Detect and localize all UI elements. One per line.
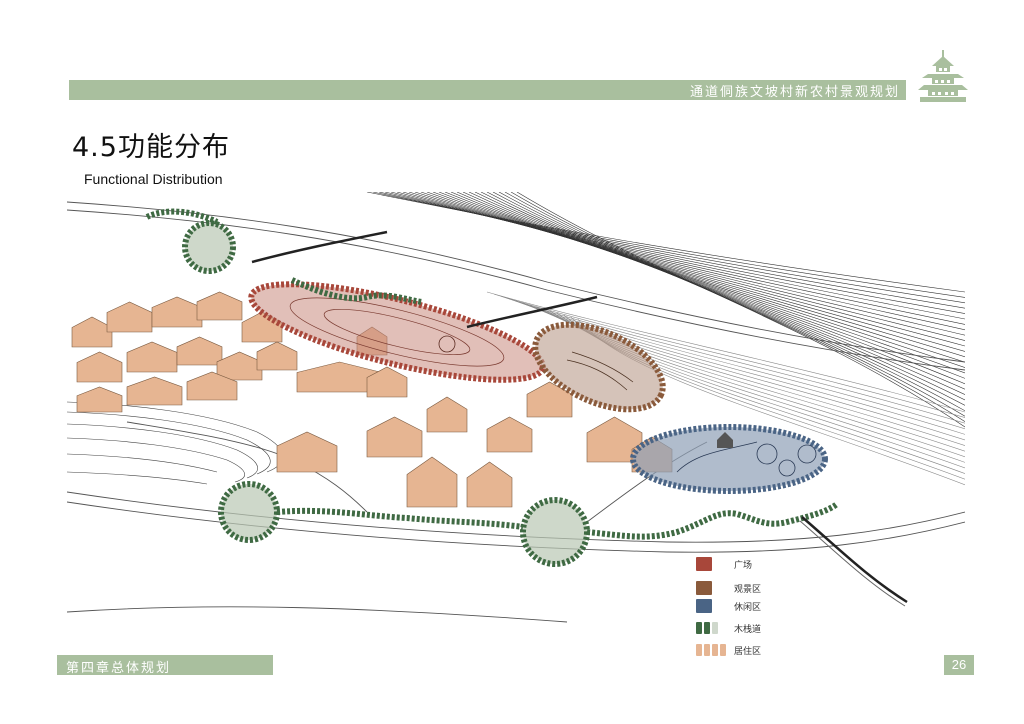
contour-line [444,192,965,363]
legend-item-viewing: 观景区 [696,580,761,596]
contour-line [474,192,965,390]
section-title: 4.5功能分布 [72,132,230,163]
plaza-swatch-icon [696,557,726,571]
contour-line [402,192,965,325]
contour-line [408,192,965,331]
building [486,416,533,453]
legend-label: 休闲区 [734,602,762,613]
site-plan-map [67,192,965,632]
contour-line [390,192,965,314]
building [466,461,513,508]
leisure-zone [630,424,828,494]
legend-item-leisure: 休闲区 [696,598,761,614]
contour-line [462,192,965,379]
contour-line [480,192,965,395]
building [76,351,123,383]
legend-item-plaza: 广场 [696,556,752,572]
contour-line [414,192,965,336]
contour-lines [366,192,965,486]
contour-line [396,192,965,320]
building [366,416,423,458]
viewing-swatch-icon [696,581,726,595]
building [366,366,408,398]
legend-label: 居住区 [734,646,762,657]
contour-line [498,192,965,412]
contour-line [372,192,965,298]
building [76,386,123,413]
contour-line [384,192,965,309]
legend-label: 广场 [734,560,753,571]
contour-line [516,192,965,428]
building [256,341,298,371]
building [176,336,223,366]
boardwalk-nodes [182,220,590,567]
building [426,396,468,433]
contour-line [366,192,965,293]
building [71,316,113,348]
contour-line [438,192,965,358]
document-title: 通道侗族文坡村新农村景观规划 [689,85,900,100]
viewing-zone [532,321,666,413]
header-bar: 通道侗族文坡村新农村景观规划 [69,80,906,100]
legend-item-residential: 居住区 [696,642,761,658]
section-subtitle: Functional Distribution [84,171,223,187]
contour-line [432,192,965,352]
contour-line [500,295,965,424]
building [126,376,183,406]
footer-chapter-bar: 第四章总体规划 [57,655,273,676]
pagoda-icon [918,50,968,102]
contour-line [493,293,965,418]
building [186,371,238,401]
contour-line [514,300,965,435]
legend-label: 木栈道 [734,624,762,635]
elevated-walkways [251,230,908,607]
building [241,311,283,343]
contour-line [507,298,965,430]
legend-label: 观景区 [734,584,762,595]
contour-line [450,192,965,368]
legend-item-boardwalk: 木栈道 [696,620,761,636]
building [526,381,573,418]
leisure-swatch-icon [696,599,726,613]
page-number: 26 [944,655,974,675]
residential-swatch-icon [696,643,726,657]
chapter-title: 第四章总体规划 [66,661,172,676]
building [276,431,338,473]
boardwalk-swatch-icon [696,621,726,635]
contour-line [420,192,965,341]
building [406,456,458,508]
contour-line [468,192,965,385]
contour-line [492,192,965,406]
building [196,291,243,321]
contour-line [486,192,965,401]
contour-line [378,192,965,304]
contour-line [456,192,965,374]
contour-line [426,192,965,347]
boardwalk-paths [145,208,839,540]
